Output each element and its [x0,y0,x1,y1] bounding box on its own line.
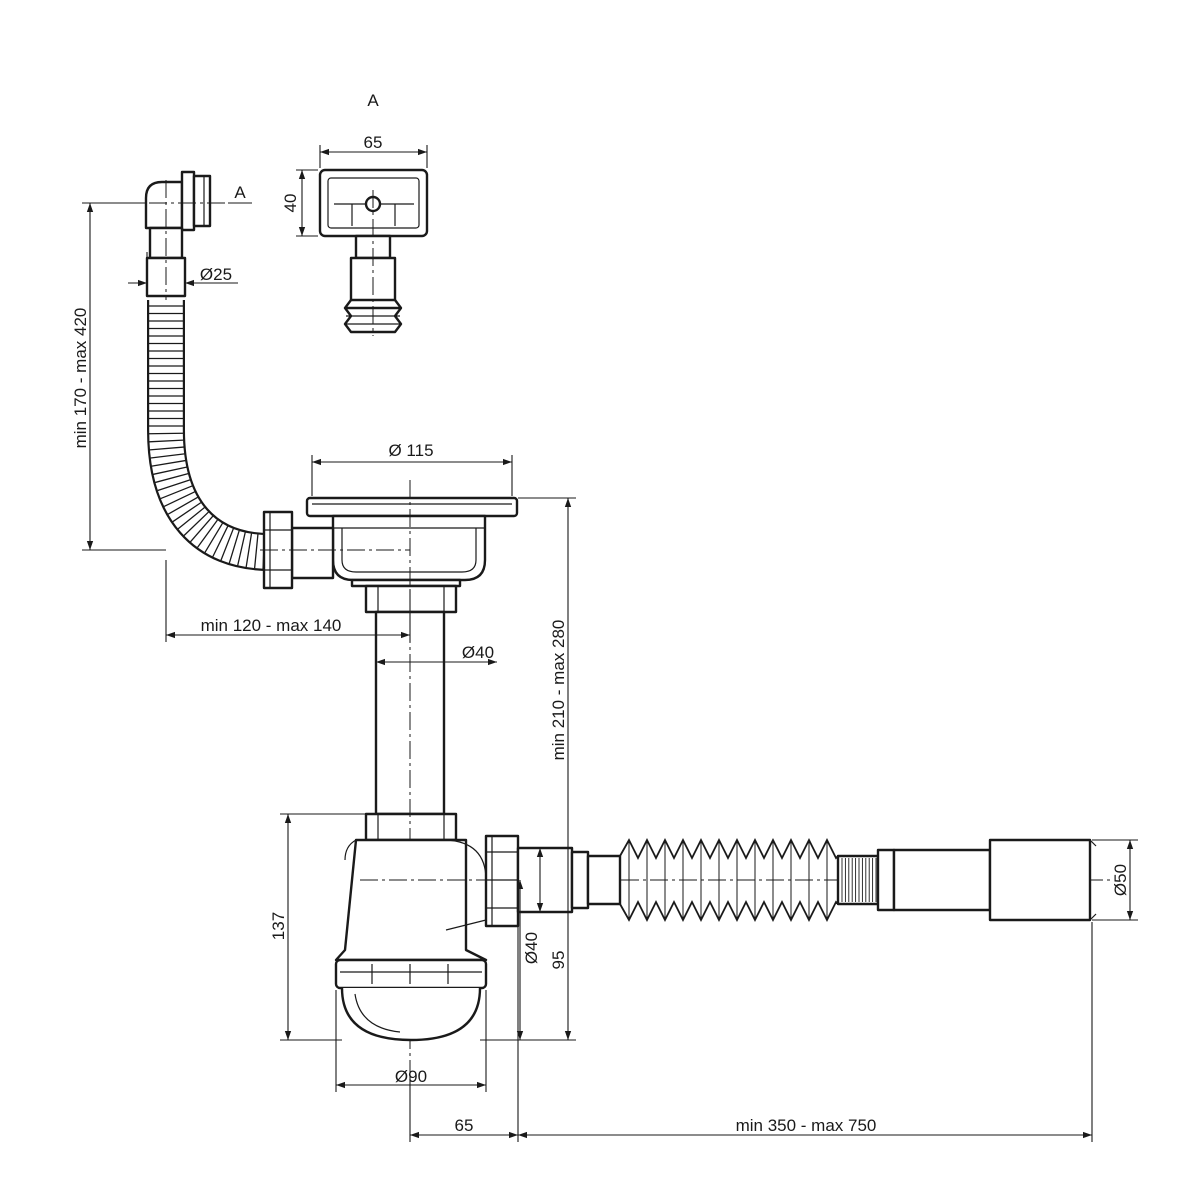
dim-trap-height [480,497,576,1041]
outlet-diameter-40-label: Ø40 [522,932,541,964]
outlet-length-label: min 350 - max 750 [736,1116,877,1135]
view-a-height-label: 40 [281,194,300,213]
overflow-fitting [120,170,246,330]
dim-overflow-reach [165,560,411,642]
view-a-title: A [367,91,379,110]
dim-strainer-diameter [311,455,513,496]
pipe-diameter-label: Ø40 [462,643,494,662]
dim-outlet-diameter [1092,839,1138,921]
trap-body-height-label: 137 [269,912,288,940]
overflow-flex-hose [147,300,271,571]
overflow-reach-label: min 120 - max 140 [201,616,342,635]
bottle-trap [334,834,1110,1042]
dim-outlet-offset [409,922,1093,1142]
trap-diameter-label: Ø90 [395,1067,427,1086]
outlet-diameter-50-label: Ø50 [1111,864,1130,896]
sink-strainer [260,496,519,614]
dim-trap-diameter [335,990,487,1092]
vertical-tailpipe [364,480,458,1075]
outlet-height-label: 95 [549,951,568,970]
view-a-width-label: 65 [364,133,383,152]
overflow-diameter-label: Ø25 [200,265,232,284]
dim-view-a-height [296,169,318,237]
horizontal-outlet [516,837,1097,923]
dim-trap-body-height [280,813,366,1041]
detail-view-a [318,168,429,336]
overflow-height-label: min 170 - max 420 [71,308,90,449]
dim-overflow-diameter [128,252,238,287]
strainer-diameter-label: Ø 115 [388,441,433,460]
outlet-offset-label: 65 [455,1116,474,1135]
dim-overflow-height [82,202,166,551]
trap-height-label: min 210 - max 280 [549,620,568,761]
view-a-marker: A [234,183,246,202]
dim-view-a-width [319,145,428,168]
